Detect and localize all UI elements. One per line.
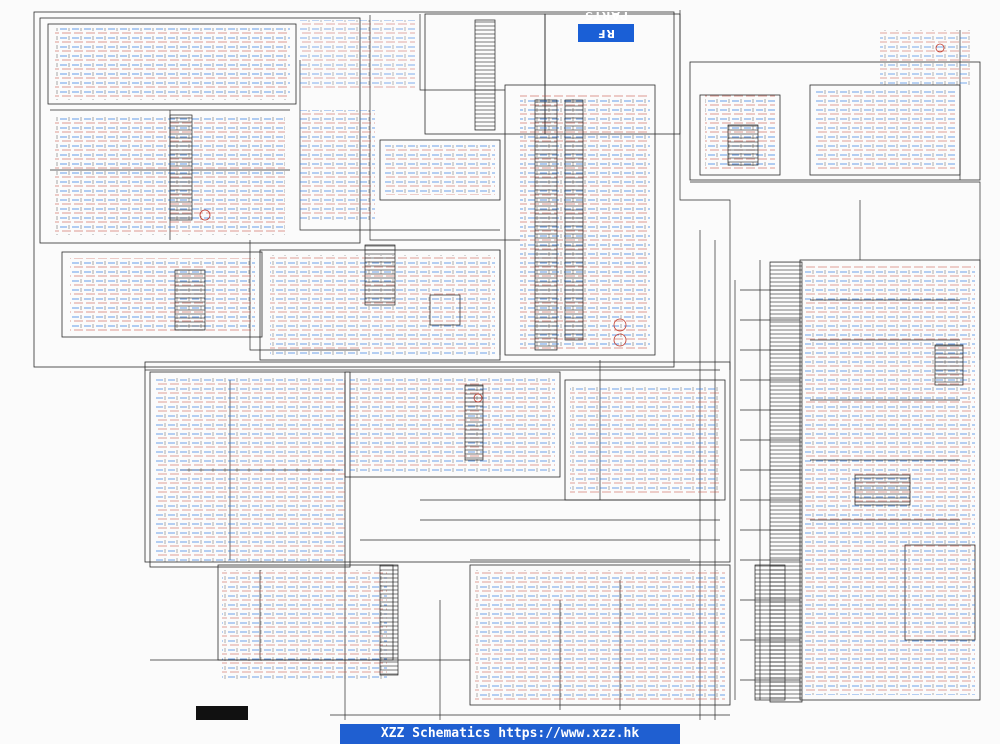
redaction-box	[196, 706, 248, 720]
footer-bar	[340, 724, 680, 744]
ic-packages	[169, 19, 964, 703]
rf-parts-label: RF PARTS	[578, 9, 634, 42]
misc-marks	[199, 43, 945, 403]
footer-watermark: XZZ Schematics https://www.xzz.hk	[380, 726, 640, 741]
component-areas	[55, 20, 975, 700]
